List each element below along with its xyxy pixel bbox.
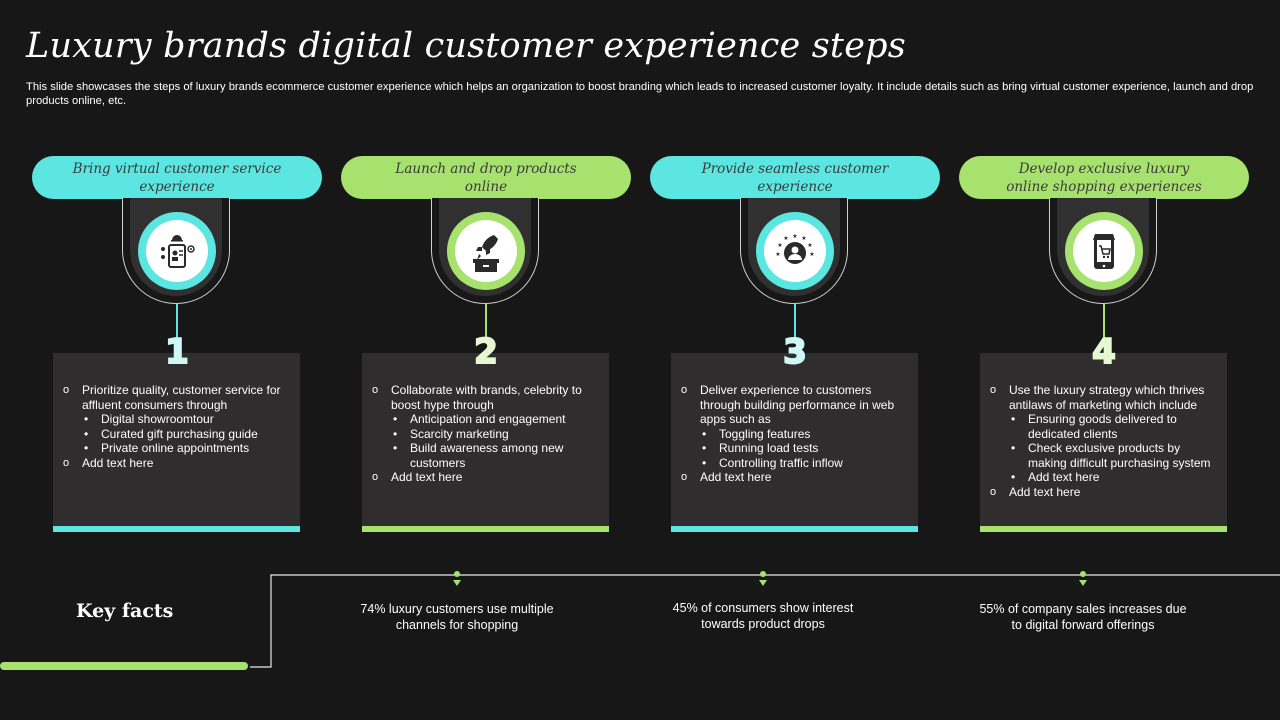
step-2-list: Collaborate with brands, celebrity to bo…	[372, 383, 604, 485]
mobile-shopping-icon	[1073, 220, 1135, 282]
key-facts-label: Key facts	[76, 600, 174, 622]
list-item: Ensuring goods delivered to dedicated cl…	[990, 412, 1222, 441]
step-4-card: Use the luxury strategy which thrives an…	[980, 353, 1227, 532]
step-1-number: 1	[164, 331, 190, 373]
svg-text:★: ★	[775, 251, 780, 258]
list-item: Check exclusive products by making diffi…	[990, 441, 1222, 470]
step-4: Develop exclusive luxury online shopping…	[959, 156, 1249, 536]
slide-subtitle: This slide showcases the steps of luxury…	[26, 81, 1254, 107]
slide-title: Luxury brands digital customer experienc…	[26, 26, 906, 66]
step-3-number: 3	[782, 331, 808, 373]
timeline-marker	[759, 571, 767, 586]
key-fact-2: 45% of consumers show interest towards p…	[672, 601, 854, 631]
step-3-icon-ring: ★ ★ ★ ★ ★ ★ ★	[756, 212, 834, 290]
step-1-list: Prioritize quality, customer service for…	[63, 383, 295, 470]
list-item: Deliver experience to customers through …	[681, 383, 913, 427]
step-1-card: Prioritize quality, customer service for…	[53, 353, 300, 532]
list-item: Add text here	[372, 470, 604, 485]
list-item: Add text here	[990, 470, 1222, 485]
step-2-title: Launch and drop products online	[341, 156, 631, 199]
step-1-icon-ring	[138, 212, 216, 290]
step-3-title: Provide seamless customer experience	[650, 156, 940, 199]
step-2: Launch and drop products online Collabor…	[341, 156, 631, 536]
list-item: Toggling features	[681, 427, 913, 442]
svg-text:★: ★	[809, 251, 814, 258]
list-item: Digital showroomtour	[63, 412, 295, 427]
list-item: Add text here	[681, 470, 913, 485]
svg-text:★: ★	[807, 242, 812, 249]
list-item: Curated gift purchasing guide	[63, 427, 295, 442]
step-3-card: Deliver experience to customers through …	[671, 353, 918, 532]
step-1: Bring virtual customer service experienc…	[32, 156, 322, 536]
step-2-card: Collaborate with brands, celebrity to bo…	[362, 353, 609, 532]
list-item: Build awareness among new customers	[372, 441, 604, 470]
step-4-icon-ring	[1065, 212, 1143, 290]
svg-text:★: ★	[792, 233, 797, 240]
step-3-list: Deliver experience to customers through …	[681, 383, 913, 485]
step-2-number: 2	[473, 331, 499, 373]
svg-text:★: ★	[783, 235, 788, 242]
svg-text:★: ★	[801, 235, 806, 242]
list-item: Private online appointments	[63, 441, 295, 456]
step-4-number: 4	[1091, 331, 1117, 373]
step-4-title: Develop exclusive luxury online shopping…	[959, 156, 1249, 199]
key-fact-1: 74% luxury customers use multiple channe…	[360, 602, 554, 632]
key-fact-3: 55% of company sales increases due to di…	[979, 602, 1187, 632]
list-item: Running load tests	[681, 441, 913, 456]
timeline-marker	[453, 571, 461, 586]
svg-text:★: ★	[777, 242, 782, 249]
rocket-launch-box-icon	[455, 220, 517, 282]
list-item: Controlling traffic inflow	[681, 456, 913, 471]
list-item: Add text here	[990, 485, 1222, 500]
list-item: Use the luxury strategy which thrives an…	[990, 383, 1222, 412]
virtual-service-icon	[146, 220, 208, 282]
list-item: Collaborate with brands, celebrity to bo…	[372, 383, 604, 412]
key-facts-timeline	[0, 571, 1280, 670]
list-item: Anticipation and engagement	[372, 412, 604, 427]
step-1-title: Bring virtual customer service experienc…	[32, 156, 322, 199]
step-2-icon-ring	[447, 212, 525, 290]
customer-stars-icon: ★ ★ ★ ★ ★ ★ ★	[764, 220, 826, 282]
list-item: Prioritize quality, customer service for…	[63, 383, 295, 412]
step-4-list: Use the luxury strategy which thrives an…	[990, 383, 1222, 499]
list-item: Scarcity marketing	[372, 427, 604, 442]
timeline-marker	[1079, 571, 1087, 586]
step-3: Provide seamless customer experience ★ ★…	[650, 156, 940, 536]
list-item: Add text here	[63, 456, 295, 471]
